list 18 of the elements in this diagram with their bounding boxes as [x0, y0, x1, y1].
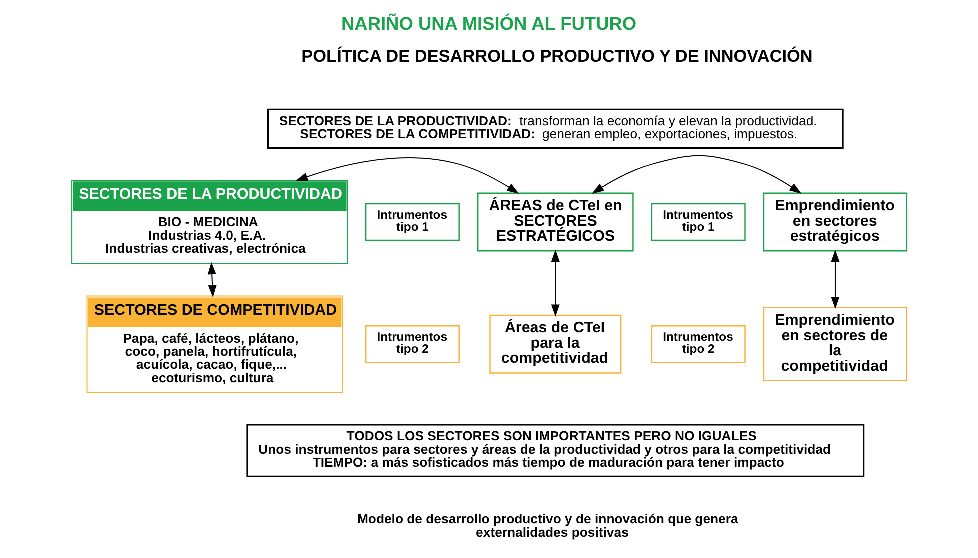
node-box: Emprendimiento en sectores estratégicos: [762, 192, 908, 252]
node-box: SECTORES DE LA PRODUCTIVIDAD: transforman la economía y elevan la productividad. SECTORES DE LA COMPETITIVIDAD: generan empleo, exportaciones, impuestos.: [266, 108, 844, 149]
node-box: ÁREAS de CTeI en SECTORES ESTRATÉGICOS: [476, 192, 634, 252]
arrow: [591, 155, 802, 194]
arrow: [830, 250, 840, 310]
node-box: Intrumentos tipo 2: [650, 326, 746, 364]
node-box: Intrumentos tipo 2: [364, 326, 460, 364]
node-box: Intrumentos tipo 1: [364, 203, 460, 242]
diagram-title: NARIÑO UNA MISIÓN AL FUTURO: [340, 13, 636, 34]
caption: Modelo de desarrollo productivo y de innovación que genera externalidades positivas: [356, 512, 738, 540]
arrow: [550, 250, 560, 317]
arrow: [207, 262, 216, 298]
arrow: [295, 158, 519, 194]
node-box: Áreas de CTeI para la competitividad: [489, 314, 622, 374]
node-box: Intrumentos tipo 1: [650, 203, 746, 242]
node-box: TODOS LOS SECTORES SON IMPORTANTES PERO NO IGUALES Unos instrumentos para sectores y áreas de la productividad y otros para la competitividad TIEMPO: a más sofisticados más tiempo de maduración para tener impacto: [246, 424, 864, 478]
label: POLÍTICA DE DESARROLLO PRODUCTIVO Y DE INNOVACIÓN: [301, 46, 812, 66]
node-box: Emprendimiento en sectores de la competitividad: [762, 307, 908, 382]
